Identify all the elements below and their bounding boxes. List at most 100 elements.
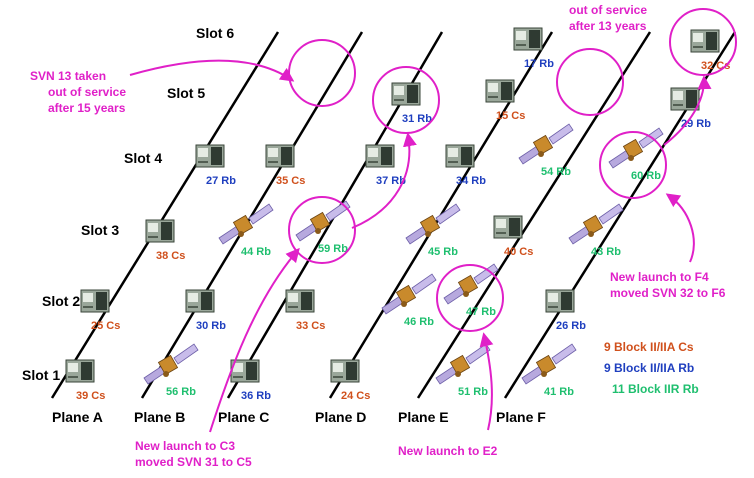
plane-line-b bbox=[140, 31, 364, 399]
satellite-label: 54 Rb bbox=[541, 166, 571, 178]
legend-iir-rb: 11 Block IIR Rb bbox=[612, 382, 699, 396]
satellite-40-cs: 40 Cs bbox=[493, 215, 533, 258]
block-ii-satellite-icon bbox=[65, 359, 95, 383]
plane-labels: Plane A Plane B Plane C Plane D Plane E … bbox=[52, 409, 546, 425]
new-launch-c3-circle bbox=[288, 196, 356, 264]
satellite-30-rb: 30 Rb bbox=[185, 289, 226, 332]
satellite-label: 43 Rb bbox=[591, 246, 621, 258]
block-ii-satellite-icon bbox=[185, 289, 215, 313]
block-ii-satellite-icon bbox=[265, 144, 295, 168]
top-out-note-line2: after 13 years bbox=[569, 19, 647, 33]
block-ii-satellite-icon bbox=[80, 289, 110, 313]
satellite-label: 35 Cs bbox=[276, 175, 305, 187]
block-iir-satellite-icon bbox=[443, 263, 499, 305]
satellite-39-cs: 39 Cs bbox=[65, 359, 105, 402]
plane-label-c: Plane C bbox=[218, 409, 269, 425]
move-svn31-arrow bbox=[351, 132, 417, 229]
block-ii-satellite-icon bbox=[145, 219, 175, 243]
satellite-label: 45 Rb bbox=[428, 246, 458, 258]
satellite-37-rb: 37 Rb bbox=[365, 144, 406, 187]
satellite-24-cs: 24 Cs bbox=[330, 359, 370, 402]
satellite-label: 59 Rb bbox=[318, 243, 348, 255]
satellite-60-rb: 60 Rb bbox=[608, 127, 664, 182]
satellite-38-cs: 38 Cs bbox=[145, 219, 185, 262]
slot-label-4: Slot 4 bbox=[124, 150, 162, 166]
satellite-56-rb: 56 Rb bbox=[143, 343, 199, 398]
satellite-label: 40 Cs bbox=[504, 246, 533, 258]
slot-label-6: Slot 6 bbox=[196, 25, 234, 41]
satellite-label: 47 Rb bbox=[466, 306, 496, 318]
block-ii-satellite-icon bbox=[365, 144, 395, 168]
satellite-41-rb: 41 Rb bbox=[521, 343, 577, 398]
satellite-label: 26 Rb bbox=[556, 320, 586, 332]
block-iir-satellite-icon bbox=[405, 203, 461, 245]
satellite-label: 34 Rb bbox=[456, 175, 486, 187]
slot-labels: Slot 1 Slot 2 Slot 3 Slot 4 Slot 5 Slot … bbox=[22, 25, 234, 383]
satellite-54-rb: 54 Rb bbox=[518, 123, 574, 178]
slot-label-3: Slot 3 bbox=[81, 222, 119, 238]
satellite-label: 60 Rb bbox=[631, 170, 661, 182]
block-ii-satellite-icon bbox=[330, 359, 360, 383]
slot-label-1: Slot 1 bbox=[22, 367, 60, 383]
block-ii-satellite-icon bbox=[391, 82, 421, 106]
satellite-47-rb: 47 Rb bbox=[443, 263, 499, 318]
plane-line-a bbox=[50, 31, 280, 399]
block-iir-satellite-icon bbox=[143, 343, 199, 385]
launch-f4-note-line2: moved SVN 32 to F6 bbox=[610, 286, 726, 300]
plane-label-b: Plane B bbox=[134, 409, 185, 425]
svn13-note-line2: out of service bbox=[48, 85, 126, 99]
satellite-label: 17 Rb bbox=[524, 58, 554, 70]
block-ii-satellite-icon bbox=[493, 215, 523, 239]
launch-e2-note: New launch to E2 bbox=[398, 444, 498, 458]
satellite-15-cs: 15 Cs bbox=[485, 79, 525, 122]
block-ii-satellite-icon bbox=[285, 289, 315, 313]
satellite-59-rb: 59 Rb bbox=[295, 200, 351, 255]
slot-label-5: Slot 5 bbox=[167, 85, 205, 101]
satellite-46-rb: 46 Rb bbox=[381, 273, 437, 328]
plane-label-d: Plane D bbox=[315, 409, 366, 425]
launch-f4-note-line1: New launch to F4 bbox=[610, 270, 709, 284]
satellite-43-rb: 43 Rb bbox=[568, 203, 624, 258]
annotations: SVN 13 taken out of service after 15 yea… bbox=[30, 3, 726, 469]
block-iir-satellite-icon bbox=[518, 123, 574, 165]
launch-f4-arrow bbox=[665, 193, 695, 263]
plane-label-a: Plane A bbox=[52, 409, 103, 425]
svn13-note-line3: after 15 years bbox=[48, 101, 126, 115]
satellite-36-rb: 36 Rb bbox=[230, 359, 271, 402]
satellite-label: 37 Rb bbox=[376, 175, 406, 187]
svn13-arrow bbox=[129, 59, 295, 82]
legend-cs: 9 Block II/IIA Cs bbox=[604, 340, 694, 354]
block-ii-satellite-icon bbox=[670, 87, 700, 111]
satellite-51-rb: 51 Rb bbox=[435, 343, 491, 398]
launch-e2-arrow bbox=[479, 332, 494, 431]
plane-label-f: Plane F bbox=[496, 409, 546, 425]
block-ii-satellite-icon bbox=[230, 359, 260, 383]
plane-line-e bbox=[416, 31, 652, 399]
launch-c3-arrow bbox=[209, 247, 300, 433]
satellite-label: 46 Rb bbox=[404, 316, 434, 328]
satellite-label: 36 Rb bbox=[241, 390, 271, 402]
satellite-35-cs: 35 Cs bbox=[265, 144, 305, 187]
launch-c3-note-line2: moved SVN 31 to C5 bbox=[135, 455, 252, 469]
satellite-label: 27 Rb bbox=[206, 175, 236, 187]
annotation-arrows bbox=[129, 59, 712, 433]
satellite-25-cs: 25 Cs bbox=[80, 289, 120, 332]
new-launch-f4-circle bbox=[599, 131, 667, 199]
satellite-label: 33 Cs bbox=[296, 320, 325, 332]
plane-label-e: Plane E bbox=[398, 409, 449, 425]
legend: 9 Block II/IIA Cs 9 Block II/IIA Rb 11 B… bbox=[604, 340, 699, 396]
satellite-34-rb: 34 Rb bbox=[445, 144, 486, 187]
satellite-label: 56 Rb bbox=[166, 386, 196, 398]
block-iir-satellite-icon bbox=[435, 343, 491, 385]
top-out-note-line1: out of service bbox=[569, 3, 647, 17]
new-launch-e2-circle bbox=[436, 264, 504, 332]
block-iir-satellite-icon bbox=[521, 343, 577, 385]
satellite-17-rb: 17 Rb bbox=[513, 27, 554, 70]
empty-slot-c5-circle bbox=[288, 39, 356, 107]
block-ii-satellite-icon bbox=[513, 27, 543, 51]
block-ii-satellite-icon bbox=[195, 144, 225, 168]
legend-block-rb: 9 Block II/IIA Rb bbox=[604, 361, 694, 375]
satellite-label: 15 Cs bbox=[496, 110, 525, 122]
